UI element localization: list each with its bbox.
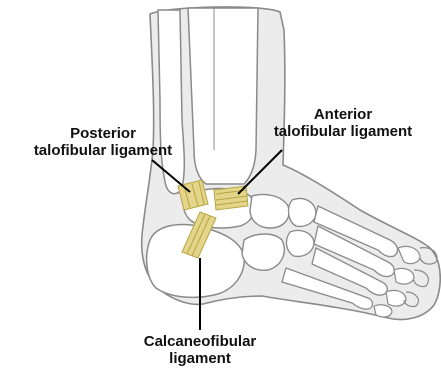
fibula-bone [158,10,184,194]
toe-phalanx-3 [386,290,406,306]
calcaneofibular-label: Calcaneofibular ligament [120,333,280,367]
posterior-talofibular-label: Posterior talofibular ligament [28,125,178,159]
tibia-bone [188,8,258,184]
anterior-label-line-1: Anterior [268,106,418,123]
anterior-talofibular-label: Anterior talofibular ligament [268,106,418,140]
cuneiform-bone-1 [289,199,316,227]
toe-phalanx-2 [394,268,414,284]
cuneiform-bone-2 [287,230,314,256]
calcaneofibular-label-line-1: Calcaneofibular [120,333,280,350]
toe-phalanx-4 [374,305,392,317]
cuboid-bone [242,234,284,270]
anterior-label-line-2: talofibular ligament [268,123,418,140]
calcaneofibular-label-line-2: ligament [120,350,280,367]
posterior-label-line-1: Posterior [28,125,178,142]
posterior-label-line-2: talofibular ligament [28,142,178,159]
